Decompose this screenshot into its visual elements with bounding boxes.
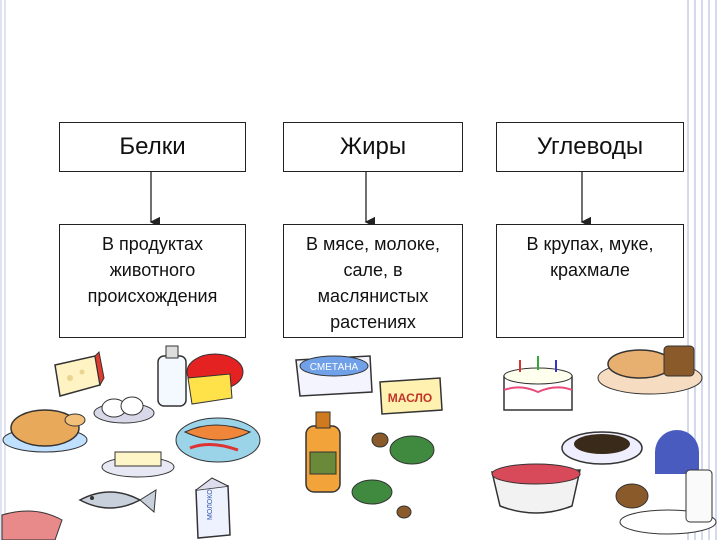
cheese-icon xyxy=(54,350,105,397)
bread-icon xyxy=(597,345,703,395)
description-box-fats: В мясе, молоке, сале, в маслянистых раст… xyxy=(283,224,463,338)
butter-pack-label: МАСЛО xyxy=(388,391,432,405)
description-line: крахмале xyxy=(550,260,630,280)
milk-carton-label: МОЛОКО xyxy=(207,489,214,520)
chicken-icon xyxy=(2,409,88,453)
header-label: Белки xyxy=(119,133,186,160)
butter-pack-icon: МАСЛО xyxy=(379,377,443,415)
eggs-icon xyxy=(93,396,155,424)
nuts-icon xyxy=(351,432,435,519)
fish-icon xyxy=(78,489,157,514)
description-line: В мясе, молоке, xyxy=(306,234,440,254)
meat-icon xyxy=(1,510,63,540)
description-line: В продуктах xyxy=(101,234,203,254)
header-label: Углеводы xyxy=(536,133,644,160)
beans-icon xyxy=(491,463,581,514)
description-line: происхождения xyxy=(87,286,218,306)
header-box-fats: Жиры xyxy=(283,122,463,172)
cake-icon xyxy=(503,356,573,411)
description-line: В крупах, муке, xyxy=(526,234,654,254)
header-label: Жиры xyxy=(339,133,407,160)
header-box-carbohydrates: Углеводы xyxy=(496,122,684,172)
seafood-icon xyxy=(175,417,261,463)
butter-plate-icon xyxy=(101,451,175,478)
description-line: маслянистых xyxy=(317,286,429,306)
description-line: сале, в xyxy=(343,260,403,280)
buckwheat-icon xyxy=(561,431,643,465)
mushrooms-icon xyxy=(615,469,717,535)
description-box-proteins: В продуктах животного происхождения xyxy=(59,224,246,338)
accent-shape xyxy=(655,430,699,474)
slide-frame-left xyxy=(0,0,8,540)
oil-bottle-icon xyxy=(305,411,341,493)
sour-cream-icon: СМЕТАНА xyxy=(295,355,373,397)
milk-bottle-icon xyxy=(157,345,244,407)
sour-cream-label: СМЕТАНА xyxy=(310,362,359,373)
description-line: животного xyxy=(109,260,196,280)
milk-carton-icon: МОЛОКО xyxy=(195,477,231,539)
header-box-proteins: Белки xyxy=(59,122,246,172)
description-line: растениях xyxy=(330,312,416,332)
description-box-carbohydrates: В крупах, муке, крахмале xyxy=(496,224,684,338)
